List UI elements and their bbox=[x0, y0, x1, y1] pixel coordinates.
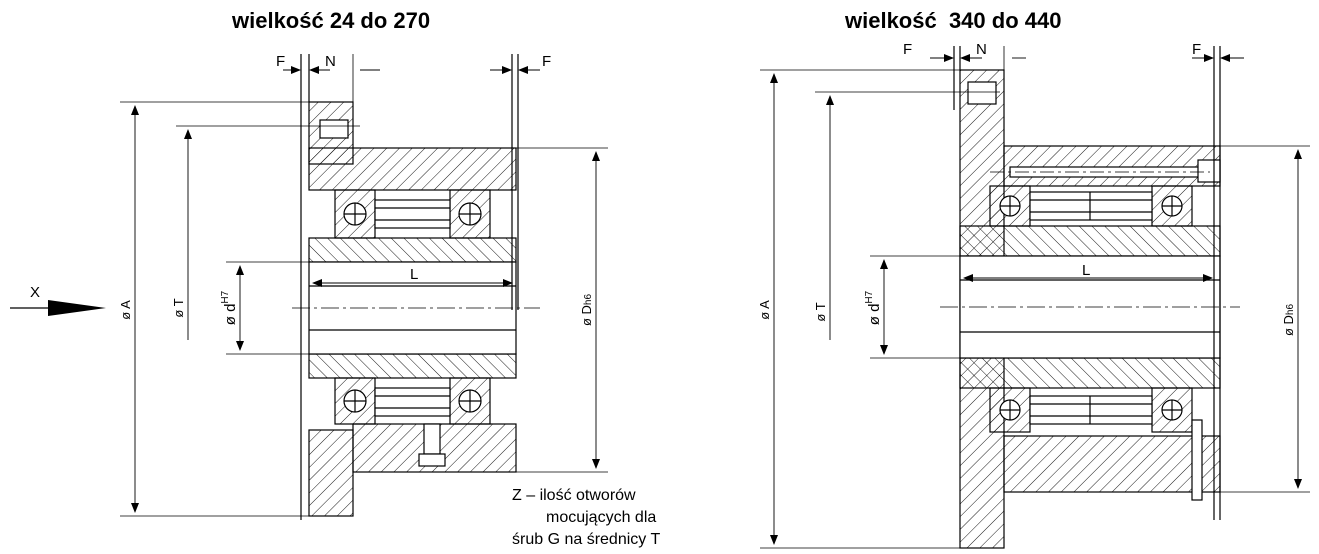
svg-text:ø Dh6: ø Dh6 bbox=[1281, 304, 1296, 337]
right-view bbox=[760, 46, 1310, 549]
left-label-X: X bbox=[30, 284, 40, 301]
right-label-L: L bbox=[1082, 262, 1090, 279]
left-label-F1: F bbox=[276, 53, 285, 70]
right-label-d-tol: H7 bbox=[864, 290, 875, 303]
left-bearing-bot-2 bbox=[449, 377, 491, 425]
left-label-N: N bbox=[325, 53, 336, 70]
right-outer-ring-bottom bbox=[1003, 435, 1221, 493]
left-label-d: ø d bbox=[222, 304, 239, 326]
svg-text:ø Dh6: ø Dh6 bbox=[579, 294, 594, 327]
left-view bbox=[10, 54, 608, 520]
right-label-D-tol: h6 bbox=[1285, 304, 1296, 316]
note-line-2: mocujących dla bbox=[546, 509, 657, 526]
left-outer-ring-top bbox=[308, 147, 517, 191]
left-label-A: ø A bbox=[118, 300, 133, 320]
right-label-N: N bbox=[976, 41, 987, 58]
left-labels: F N F L X ø A ø T ø dH7 ø Dh6 bbox=[30, 53, 594, 326]
right-inner-ring-top bbox=[959, 225, 1221, 257]
left-clutch-top bbox=[374, 199, 451, 229]
note-line-1: Z – ilość otworów bbox=[512, 487, 636, 504]
left-label-T: ø T bbox=[171, 298, 186, 317]
right-label-A: ø A bbox=[757, 300, 772, 320]
left-label-L: L bbox=[410, 266, 418, 283]
svg-text:ø dH7: ø dH7 bbox=[864, 290, 883, 325]
title-left: wielkość 24 do 270 bbox=[232, 8, 431, 33]
right-label-F2: F bbox=[1192, 41, 1201, 58]
left-inner-ring-top bbox=[308, 237, 517, 263]
right-inner-ring-bottom bbox=[959, 357, 1221, 389]
left-label-F2: F bbox=[542, 53, 551, 70]
right-labels: F N F L ø A ø T ø dH7 ø Dh6 bbox=[757, 41, 1296, 336]
right-label-F1: F bbox=[903, 41, 912, 58]
left-flange-bottom bbox=[308, 429, 354, 517]
left-label-D-tol: h6 bbox=[583, 294, 594, 306]
right-outer-ring-top bbox=[1003, 145, 1221, 187]
left-inner-ring-bottom bbox=[308, 353, 517, 379]
left-label-D: ø D bbox=[579, 305, 594, 326]
title-right: wielkość 340 do 440 bbox=[845, 8, 1062, 33]
left-label-d-tol: H7 bbox=[220, 290, 231, 303]
right-label-d: ø d bbox=[866, 304, 883, 326]
left-clutch-bot bbox=[374, 387, 451, 417]
svg-text:ø dH7: ø dH7 bbox=[220, 290, 239, 325]
right-label-T: ø T bbox=[813, 302, 828, 321]
note-line-3: śrub G na średnicy T bbox=[512, 531, 661, 548]
right-label-D: ø D bbox=[1281, 315, 1296, 336]
